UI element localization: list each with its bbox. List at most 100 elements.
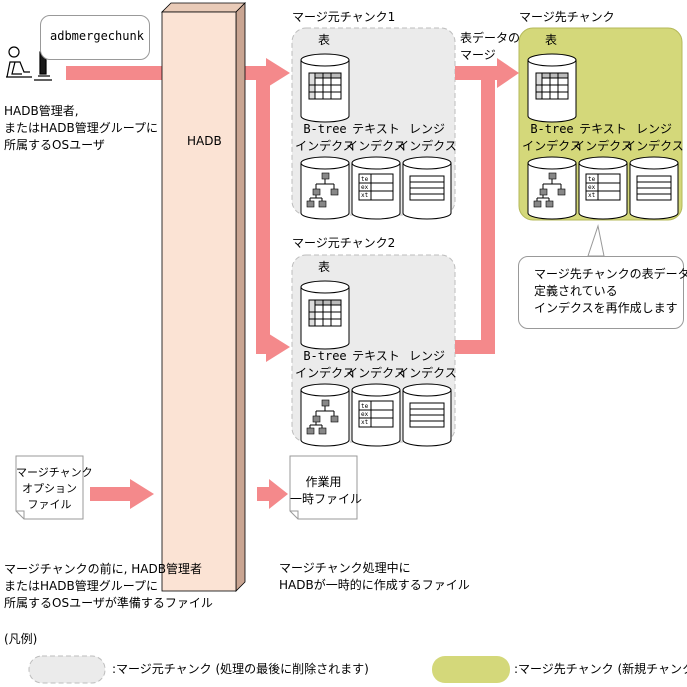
target-chunk-index-label: インデクス — [522, 139, 582, 153]
table-icon — [535, 72, 569, 100]
source-chunk-2-range-cylinder — [402, 383, 452, 447]
tree-icon — [306, 172, 339, 208]
options-file-label: マージチャンク オプション ファイル — [16, 465, 93, 513]
source-chunk-2-index-label: B-tree — [303, 349, 347, 363]
text-index-glyph: xt — [361, 419, 369, 426]
hadb-label: HADB — [187, 134, 222, 148]
target-chunk-table-cylinder — [527, 53, 577, 123]
document-icon — [15, 455, 84, 520]
source-chunk-1-index-label: インデクス — [346, 139, 406, 153]
tree-icon — [533, 172, 566, 208]
range-index-icon — [409, 402, 445, 428]
arrow-options-head — [130, 479, 154, 509]
arrow-workfile-head — [269, 479, 288, 509]
work-file-line: 一時ファイル — [290, 492, 363, 506]
source-chunk-1-table-label: 表 — [317, 33, 330, 47]
note-pointer — [587, 224, 605, 257]
text-index-glyph: te — [361, 403, 369, 410]
admin-caption-line: またはHADB管理グループに — [4, 121, 158, 135]
admin-caption-line: HADB管理者, — [4, 104, 79, 118]
legend-source-desc: :マージ元チャンク (処理の最後に削除されます) — [112, 662, 369, 676]
source-chunk-2-table-cylinder — [300, 280, 350, 350]
command-callout — [40, 15, 150, 60]
target-chunk-btree-cylinder — [527, 156, 577, 220]
table-data-merge-label: 表データの マージ — [460, 30, 520, 64]
legend-title: (凡例) — [4, 632, 38, 646]
table-icon — [308, 72, 342, 100]
arrow-options-shaft — [90, 487, 130, 501]
arrow-admin-head — [266, 58, 290, 88]
options-file-line: ファイル — [27, 498, 72, 511]
command-text: adbmergechunk — [50, 29, 144, 43]
source-chunk-2-index-label: インデクス — [346, 366, 406, 380]
arrow-branch-vertical — [256, 66, 270, 354]
source-chunk-1-index-label: インデクス — [295, 139, 355, 153]
source-chunk-1-index-label: レンジ — [408, 122, 445, 136]
target-note: マージ先チャンクの表データに 定義されている インデクスを再作成します — [534, 266, 687, 317]
source-chunk-2-index-label: レンジ — [408, 349, 445, 363]
hadb-pillar — [161, 2, 246, 592]
work-file-line: 作業用 — [305, 475, 342, 489]
text-index-glyph: te — [361, 176, 369, 183]
hadb-front-face — [161, 11, 237, 592]
target-chunk-index-label: レンジ — [635, 122, 672, 136]
text-index-glyph: xt — [361, 192, 369, 199]
source-chunk-1-title: マージ元チャンク1 — [292, 10, 396, 24]
target-chunk-index-label: インデクス — [624, 139, 684, 153]
options-caption-line: またはHADB管理グループに — [4, 579, 158, 593]
source-chunk-2-title: マージ元チャンク2 — [292, 236, 396, 250]
source-chunk-2-btree-cylinder — [300, 383, 350, 447]
table-icon — [308, 299, 342, 327]
tree-icon — [306, 399, 339, 435]
merge-label-line: マージ — [460, 48, 496, 62]
target-chunk-index-label: テキスト — [579, 122, 627, 136]
source-chunk-2-index-label: テキスト — [352, 349, 400, 363]
text-index-glyph: ex — [361, 184, 369, 191]
target-chunk-table-label: 表 — [544, 33, 557, 47]
target-note-line: 定義されている — [534, 284, 618, 298]
source-chunk-1-index-label: テキスト — [352, 122, 400, 136]
source-chunk-2-index-label: インデクス — [295, 366, 355, 380]
source-chunk-1-index-label: B-tree — [303, 122, 347, 136]
source-chunk-1-btree-cylinder — [300, 156, 350, 220]
admin-caption-line: 所属するOSユーザ — [4, 138, 105, 152]
legend-target-desc: :マージ先チャンク (新規チャンク) — [514, 662, 687, 676]
target-chunk-index-label: B-tree — [530, 122, 574, 136]
work-file-label: 作業用 一時ファイル — [290, 474, 363, 508]
user-at-terminal-icon — [6, 46, 52, 81]
options-file-line: マージチャンク — [16, 466, 93, 479]
merge-label-line: 表データの — [460, 31, 521, 45]
arrow-chunk2-head — [266, 332, 290, 362]
arrow-merge-horizontal-2 — [455, 340, 495, 354]
work-caption-line: マージチャンク処理中に — [279, 561, 411, 575]
target-chunk-range-cylinder — [629, 156, 679, 220]
source-chunk-1-index-label: インデクス — [397, 139, 457, 153]
source-chunk-2-index-label: インデクス — [397, 366, 457, 380]
arrow-merge-target-head — [497, 58, 519, 88]
target-note-line: インデクスを再作成します — [534, 301, 678, 315]
legend-source-swatch — [28, 655, 106, 684]
legend-target-swatch — [432, 656, 510, 683]
text-index-glyph: xt — [588, 192, 596, 199]
work-caption-line: HADBが一時的に作成するファイル — [279, 578, 470, 592]
range-index-icon — [636, 175, 672, 201]
source-chunk-1-range-cylinder — [402, 156, 452, 220]
text-index-glyph: ex — [361, 411, 369, 418]
range-index-icon — [409, 175, 445, 201]
work-file-icon — [289, 455, 358, 520]
text-index-glyph: te — [588, 176, 596, 183]
source-chunk-1-table-cylinder — [300, 53, 350, 123]
options-caption-line: マージチャンクの前に, HADB管理者 — [4, 562, 202, 576]
options-file-line: オプション — [22, 482, 77, 495]
hadb-side-face — [235, 2, 246, 592]
arrow-workfile-shaft — [257, 487, 269, 501]
options-caption-line: 所属するOSユーザが準備するファイル — [4, 596, 213, 610]
target-chunk-index-label: インデクス — [573, 139, 633, 153]
target-chunk-title: マージ先チャンク — [519, 10, 615, 24]
